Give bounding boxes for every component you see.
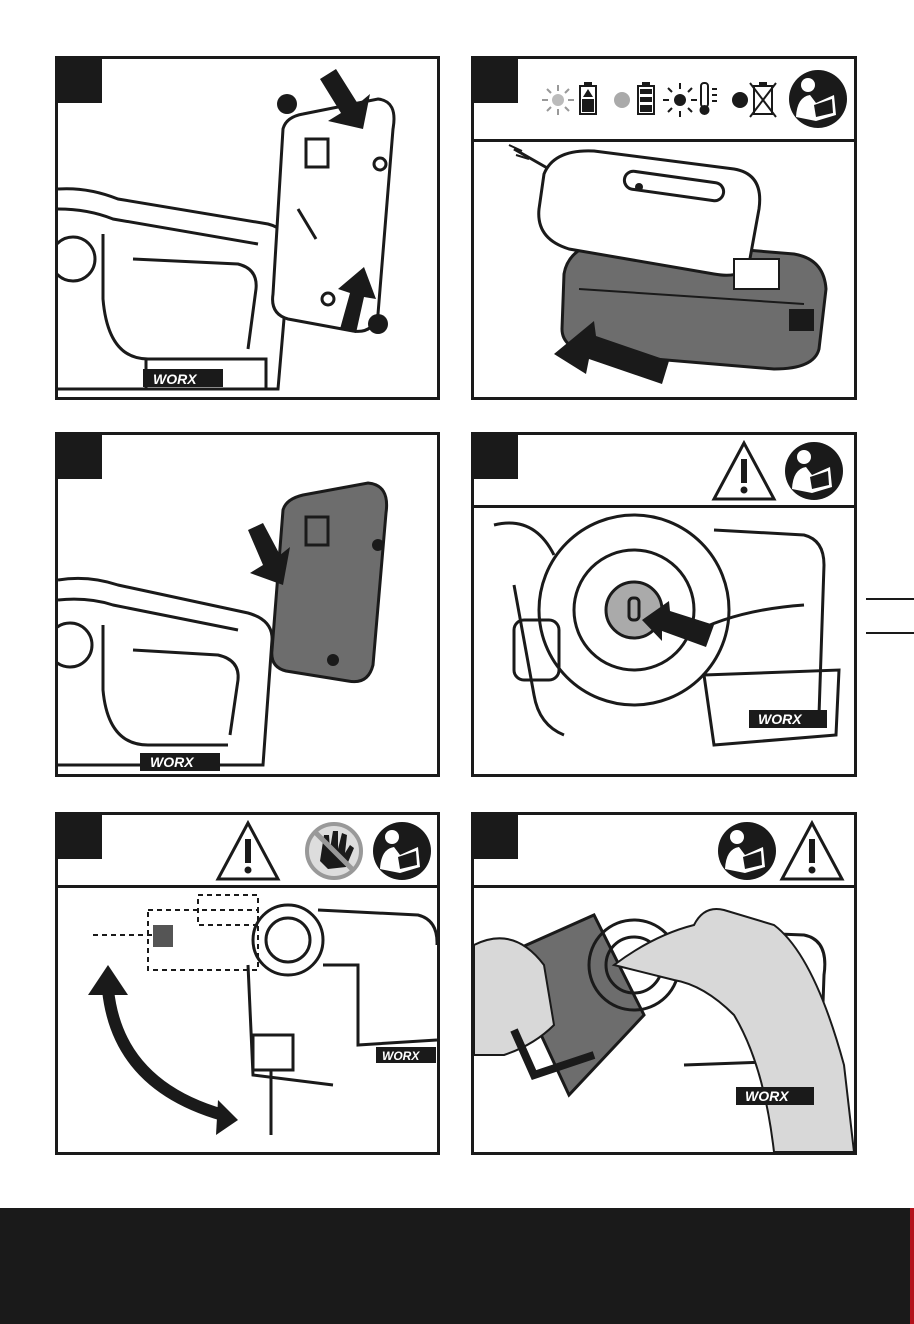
step-panel-2 [471, 56, 857, 400]
tool-logo: WORX [150, 754, 195, 770]
battery-removal-illustration: WORX [58, 59, 437, 397]
step-panel-3: WORX [55, 432, 440, 777]
step-panel-4: WORX [471, 432, 857, 777]
battery-pack [272, 483, 387, 682]
lock-button-illustration: WORX [474, 435, 854, 774]
margin-tab-line [866, 632, 914, 634]
charger-illustration [474, 59, 854, 397]
tool-logo: WORX [745, 1088, 790, 1104]
battery-insert-illustration: WORX [58, 435, 437, 774]
rotation-arrow [108, 990, 223, 1115]
tool-logo: WORX [153, 371, 198, 387]
battery-pack [273, 99, 394, 331]
step-panel-5: WORX [55, 812, 440, 1155]
tool-logo: WORX [758, 711, 803, 727]
blade-rotation-illustration: WORX [58, 815, 437, 1152]
page-footer-band [0, 1208, 914, 1324]
tool-body [58, 189, 290, 389]
blade-removal-illustration: WORX [474, 815, 854, 1152]
tool-logo: WORX [382, 1049, 420, 1063]
step-panel-6: WORX [471, 812, 857, 1155]
hand-right [614, 909, 854, 1152]
footer-accent-edge [910, 1208, 914, 1324]
step-panel-1: WORX [55, 56, 440, 400]
margin-tab-line [866, 598, 914, 600]
